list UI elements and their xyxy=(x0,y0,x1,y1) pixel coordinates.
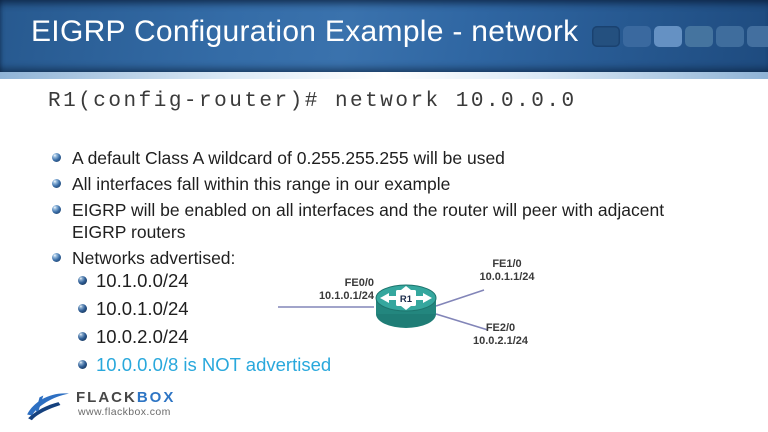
network-entry: 10.1.0.0/24 xyxy=(96,270,189,291)
list-item: 10.0.0.0/8 is NOT advertised xyxy=(78,354,498,376)
bullet-icon xyxy=(78,304,87,313)
bullet-text: EIGRP will be enabled on all interfaces … xyxy=(72,200,665,242)
bullet-text: All interfaces fall within this range in… xyxy=(72,174,451,194)
router-icon: R1 xyxy=(375,284,437,328)
list-item: Networks advertised: xyxy=(52,247,697,269)
interface-address: 10.0.1.1/24 xyxy=(479,271,535,283)
header-accent-squares xyxy=(592,26,768,47)
bullet-icon xyxy=(52,153,61,162)
accent-square xyxy=(716,26,744,47)
accent-square xyxy=(747,26,768,47)
router-label: R1 xyxy=(400,294,413,305)
bullet-text: Networks advertised: xyxy=(72,248,236,268)
interface-label-fe2: FE2/0 10.0.2.1/24 xyxy=(448,322,553,348)
not-advertised-note: 10.0.0.0/8 is NOT advertised xyxy=(96,354,332,375)
page-title: EIGRP Configuration Example - network xyxy=(31,15,579,48)
list-item: 10.0.1.0/24 xyxy=(78,298,498,320)
cli-command-text: R1(config-router)# network 10.0.0.0 xyxy=(48,90,577,113)
accent-square xyxy=(685,26,713,47)
brand-text-block: FLACKBOX www.flackbox.com xyxy=(76,390,175,419)
sub-bullet-list: 10.1.0.0/24 10.0.1.0/24 10.0.2.0/24 10.0… xyxy=(78,270,498,382)
interface-address: 10.0.2.1/24 xyxy=(472,335,529,347)
bullet-icon xyxy=(78,276,87,285)
bullet-text: A default Class A wildcard of 0.255.255.… xyxy=(72,148,505,168)
network-entry: 10.0.1.0/24 xyxy=(96,298,189,319)
interface-port: FE2/0 xyxy=(485,322,516,334)
brand-primary: FLACK xyxy=(76,389,137,406)
list-item: All interfaces fall within this range in… xyxy=(52,173,697,195)
interface-port: FE1/0 xyxy=(492,258,522,270)
list-item: EIGRP will be enabled on all interfaces … xyxy=(52,199,697,243)
interface-address: 10.1.0.1/24 xyxy=(318,290,374,302)
header-divider xyxy=(0,72,768,79)
accent-square xyxy=(592,26,620,47)
list-item: A default Class A wildcard of 0.255.255.… xyxy=(52,147,697,169)
bullet-icon xyxy=(78,332,87,341)
list-item: 10.0.2.0/24 xyxy=(78,326,498,348)
bullet-icon xyxy=(52,179,61,188)
network-entry: 10.0.2.0/24 xyxy=(96,326,189,347)
bullet-icon xyxy=(52,253,61,262)
network-links xyxy=(278,289,489,331)
brand-name: FLACKBOX xyxy=(76,390,175,406)
footer-brand: FLACKBOX www.flackbox.com xyxy=(26,386,175,424)
bullet-icon xyxy=(78,360,87,369)
accent-square xyxy=(623,26,651,47)
flackbox-logo-icon xyxy=(27,393,69,421)
bullet-icon xyxy=(52,205,61,214)
brand-website: www.flackbox.com xyxy=(78,406,171,418)
brand-accent: BOX xyxy=(136,389,176,406)
accent-square xyxy=(654,26,682,47)
interface-label-fe0: FE0/0 10.1.0.1/24 xyxy=(260,277,374,303)
list-item: 10.1.0.0/24 xyxy=(78,270,498,292)
bullet-list: A default Class A wildcard of 0.255.255.… xyxy=(52,147,697,273)
interface-port: FE0/0 xyxy=(344,277,374,289)
slide-header: EIGRP Configuration Example - network xyxy=(0,0,768,72)
interface-label-fe1: FE1/0 10.0.1.1/24 xyxy=(452,258,562,284)
